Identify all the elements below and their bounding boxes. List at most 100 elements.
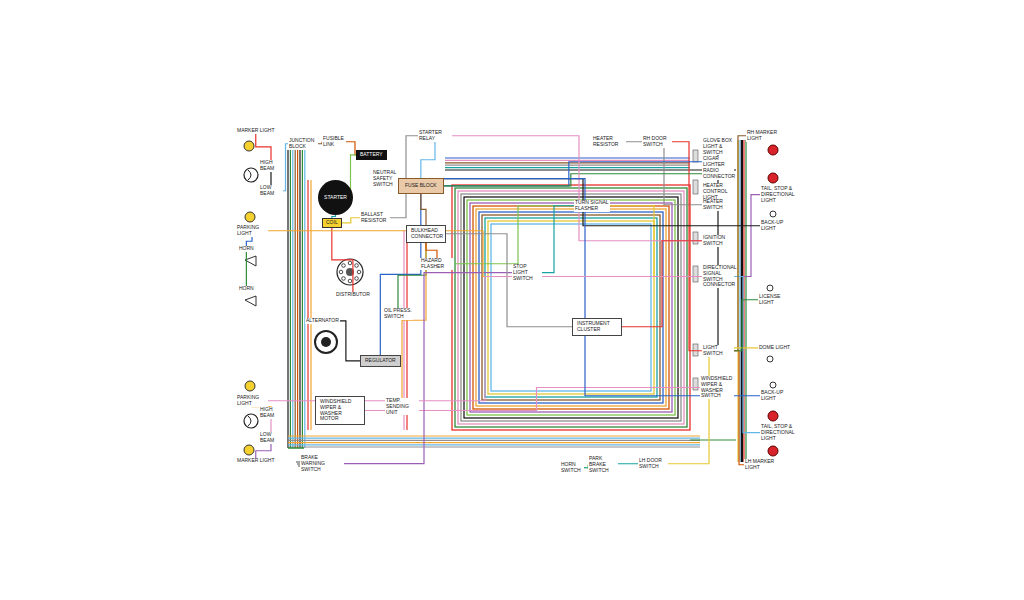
node-label: DIRECTIONAL SIGNAL SWITCH CONNECTOR [702, 265, 734, 288]
wire [445, 160, 690, 161]
wire-connector [246, 237, 252, 247]
component-label: MARKER LIGHT [236, 458, 276, 464]
wire-connector [340, 321, 360, 361]
wire-connector [668, 348, 758, 464]
coil-box: COIL [322, 218, 342, 228]
component-label: LIGHT SWITCH [702, 345, 734, 357]
component-label: HIGH BEAM [259, 407, 283, 419]
wire-connector [734, 136, 746, 351]
node-label: TAIL, STOP & DIRECTIONAL LIGHT [760, 186, 794, 203]
node-label: WINDSHIELD WIPER & WASHER MOTOR [319, 399, 361, 422]
node-label: COIL [325, 220, 339, 226]
fuse-block: FUSE BLOCK [398, 178, 444, 194]
component-label: OIL PRESS. SWITCH [383, 308, 413, 320]
node-label: HORN SWITCH [560, 462, 584, 474]
node-label: HEATER CONTROL LIGHT [702, 183, 734, 200]
component-label: HEATER RESISTOR [592, 136, 626, 148]
component-label: HEATER SWITCH [702, 199, 734, 211]
distributor-terminals [339, 261, 361, 283]
wire-loop [482, 215, 660, 400]
wire [288, 438, 700, 439]
wire-loop [476, 209, 666, 406]
node-label: HEATER RESISTOR [592, 136, 626, 148]
wire-connector [734, 300, 758, 351]
wire-connector [402, 179, 760, 396]
node-label: HEATER SWITCH [702, 199, 734, 211]
headlamp-symbol [244, 168, 258, 182]
connector-symbol [693, 180, 698, 194]
regulator-box: REGULATOR [360, 355, 401, 367]
component-symbols [244, 141, 778, 466]
node-label: BATTERY [359, 152, 384, 158]
component-label: STOP LIGHT SWITCH [512, 264, 542, 281]
wire [290, 150, 291, 448]
node-label: LH DOOR SWITCH [638, 458, 668, 470]
wire-connector [421, 142, 435, 179]
lamp-symbol [245, 212, 255, 222]
headlamp-symbol [248, 170, 251, 180]
lamp-symbol [768, 411, 778, 421]
component-label: LICENSE LIGHT [758, 294, 792, 306]
wire-connector [268, 231, 702, 277]
node-label: STARTER [323, 195, 348, 201]
component-label: LOW BEAM [259, 432, 283, 444]
node-label: PARKING LIGHT [236, 395, 268, 407]
node-label: RADIO CONNECTOR [702, 168, 734, 180]
component-label: WINDSHIELD WIPER & WASHER SWITCH [700, 376, 734, 399]
node-label: PARK BRAKE SWITCH [588, 456, 618, 473]
lamp-symbol [244, 445, 254, 455]
wire-connector [672, 142, 702, 351]
component-label: PARKING LIGHT [236, 395, 268, 407]
lamp-symbol [767, 285, 773, 291]
node-label: ALTERNATOR [305, 318, 340, 324]
component-label: LOW BEAM [259, 185, 283, 197]
lamp-symbol [768, 446, 778, 456]
node-label: LH MARKER LIGHT [744, 459, 784, 471]
wire-connector [346, 142, 356, 155]
node-label: DISTRIBUTOR [335, 292, 371, 298]
node-label: HIGH BEAM [259, 407, 283, 419]
node-label: LICENSE LIGHT [758, 294, 792, 306]
node-label: BACK-UP LIGHT [760, 390, 794, 402]
wire [310, 180, 311, 430]
component-label: MARKER LIGHT [236, 128, 276, 134]
lamp-symbol [770, 382, 776, 388]
node-label: RH DOOR SWITCH [642, 136, 672, 148]
component-label: HIGH BEAM [259, 160, 283, 172]
node-label: REGULATOR [364, 358, 397, 364]
wire-connector [398, 243, 426, 309]
wire [690, 439, 736, 440]
wire [745, 140, 746, 462]
node-label: LOW BEAM [259, 432, 283, 444]
node-label: HORN [238, 246, 255, 252]
wire [445, 167, 690, 168]
component-label: BALLAST RESISTOR [360, 212, 390, 224]
wire-loop [455, 188, 687, 427]
node-label: FUSE BLOCK [404, 183, 438, 189]
node-label: HIGH BEAM [259, 160, 283, 172]
connector-symbol [693, 378, 698, 390]
component-label: TAIL, STOP & DIRECTIONAL LIGHT [760, 186, 794, 203]
connector-box: WINDSHIELD WIPER & WASHER MOTOR [315, 396, 365, 425]
alternator-symbol [315, 331, 337, 353]
wire [445, 169, 690, 170]
terminal-dot [339, 270, 343, 274]
wire-connector [256, 444, 271, 459]
terminal-dot [348, 261, 352, 265]
wire-connector [283, 144, 288, 191]
terminal-dot [348, 279, 352, 283]
horn-symbol [245, 296, 256, 306]
terminal-dot [355, 277, 359, 281]
starter-circle: STARTER [318, 180, 353, 215]
node-label: STOP LIGHT SWITCH [512, 264, 542, 281]
lamp-symbol [244, 141, 254, 151]
wire-connector [622, 241, 702, 327]
node-label: RH MARKER LIGHT [746, 130, 786, 142]
node-label: FUSIBLE LINK [322, 136, 346, 148]
node-label: MARKER LIGHT [236, 458, 276, 464]
component-label: BACK-UP LIGHT [760, 220, 794, 232]
wire-connector [452, 136, 702, 241]
